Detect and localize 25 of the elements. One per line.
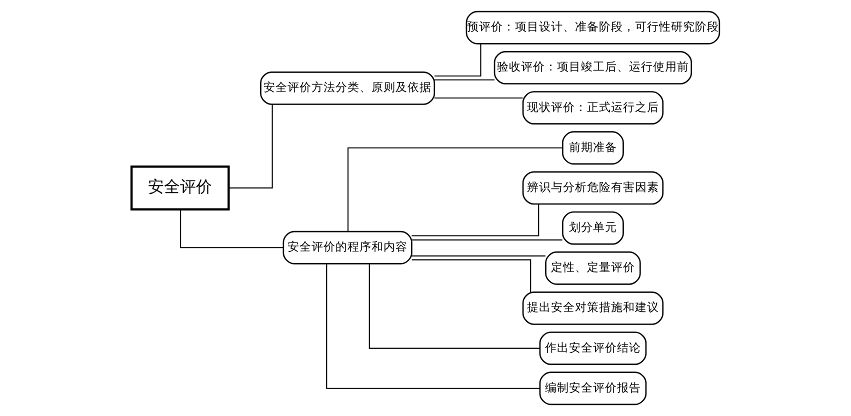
connector [326, 264, 540, 389]
connector [347, 147, 562, 232]
connector [412, 255, 546, 256]
node-box: 辨识与分析危险有害因素 [522, 171, 664, 205]
connector [368, 264, 540, 349]
connector [412, 259, 532, 292]
connector [434, 79, 494, 80]
node-box: 前期准备 [562, 131, 624, 165]
connector [412, 204, 540, 236]
node-box: 现状评价：正式运行之后 [522, 91, 664, 124]
node-box: 定性、定量评价 [545, 251, 641, 285]
node-box: 安全评价方法分类、原则及依据 [260, 72, 436, 105]
node-box: 作出安全评价结论 [539, 332, 647, 365]
connector [412, 239, 562, 240]
node-box: 编制安全评价报告 [539, 372, 647, 406]
connector [228, 104, 273, 188]
connector [180, 210, 284, 248]
node-box: 提出安全对策措施和建议 [522, 292, 664, 325]
node-box: 安全评价 [130, 165, 230, 210]
connector [434, 44, 482, 77]
node-box: 划分单元 [562, 211, 624, 245]
node-box: 预评价：项目设计、准备阶段，可行性研究阶段 [466, 10, 720, 44]
node-box: 安全评价的程序和内容 [282, 230, 412, 264]
connector [434, 97, 523, 99]
node-box: 验收评价：项目竣工后、运行使用前 [494, 51, 692, 84]
